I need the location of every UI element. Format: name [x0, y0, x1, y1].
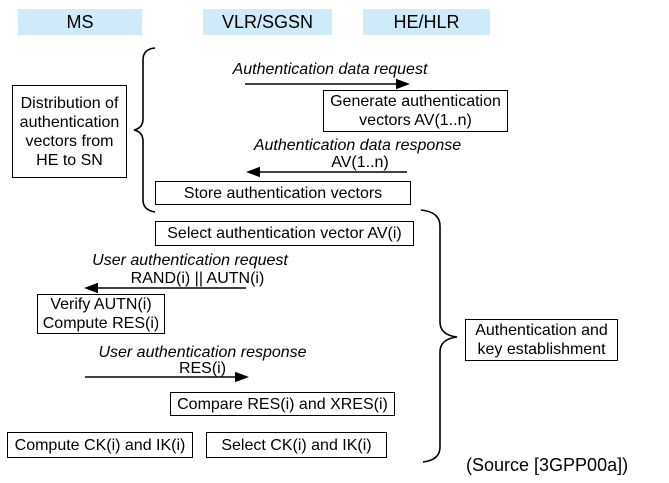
entity-label-vlr-sgsn: VLR/SGSN: [221, 11, 314, 32]
user-auth-request-label: User authentication request: [92, 252, 288, 269]
box-text-line: key establishment: [477, 341, 606, 358]
verify-compute-box: Verify AUTN(i) Compute RES(i): [37, 294, 165, 334]
store-vectors-box: Store authentication vectors: [155, 181, 411, 205]
select-ck-ik-box: Select CK(i) and IK(i): [206, 432, 387, 458]
auth-establishment-annotation-box: Authentication and key establishment: [465, 319, 618, 361]
box-text-line: Distribution of: [20, 94, 119, 112]
auth-data-response-param: AV(1..n): [331, 154, 389, 171]
box-text-line: Store authentication vectors: [183, 184, 383, 202]
user-auth-request-arrow: [84, 282, 246, 294]
entity-header-vlr-sgsn: VLR/SGSN: [203, 9, 332, 35]
entity-header-he-hlr: HE/HLR: [363, 9, 490, 35]
compute-ck-ik-box: Compute CK(i) and IK(i): [7, 432, 193, 458]
entity-label-he-hlr: HE/HLR: [393, 11, 460, 32]
box-text-line: Select authentication vector AV(i): [167, 225, 402, 242]
auth-data-request-label: Authentication data request: [232, 61, 428, 78]
entity-header-ms: MS: [18, 9, 142, 35]
box-text-line: Select CK(i) and IK(i): [221, 436, 372, 454]
user-auth-response-param: RES(i): [178, 360, 227, 377]
box-text-line: Generate authentication: [330, 93, 501, 110]
source-citation: (Source [3GPP00a]): [466, 455, 629, 475]
box-text-line: vectors from: [25, 132, 114, 150]
user-auth-request-param: RAND(i) || AUTN(i): [130, 270, 265, 287]
user-auth-response-arrow: [85, 371, 249, 383]
box-text-line: Authentication and: [475, 322, 608, 339]
box-text-line: Verify AUTN(i): [50, 296, 152, 313]
distribution-phase-brace: [133, 47, 156, 213]
entity-label-ms: MS: [66, 11, 94, 32]
distribution-annotation-box: Distribution of authentication vectors f…: [12, 85, 127, 178]
auth-data-response-label: Authentication data response: [253, 137, 462, 154]
generate-vectors-box: Generate authentication vectors AV(1..n): [323, 90, 508, 132]
auth-data-request-arrow: [245, 78, 410, 90]
select-vector-box: Select authentication vector AV(i): [155, 221, 414, 246]
box-text-line: Compute CK(i) and IK(i): [14, 436, 186, 454]
compare-res-box: Compare RES(i) and XRES(i): [170, 392, 395, 416]
authentication-phase-brace: [420, 209, 458, 463]
auth-data-response-arrow: [246, 166, 407, 178]
box-text-line: Compute RES(i): [42, 315, 160, 332]
box-text-line: vectors AV(1..n): [359, 112, 472, 129]
box-text-line: authentication: [19, 113, 120, 131]
box-text-line: HE to SN: [36, 151, 103, 169]
box-text-line: Compare RES(i) and XRES(i): [177, 395, 388, 413]
user-auth-response-label: User authentication response: [98, 344, 307, 361]
